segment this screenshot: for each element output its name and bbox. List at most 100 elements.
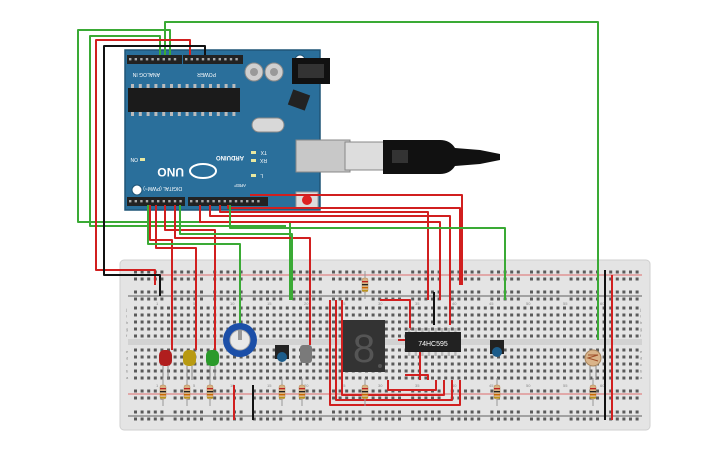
breadboard-hole — [450, 320, 454, 324]
breadboard-hole — [272, 396, 276, 400]
breadboard-hole — [312, 396, 316, 400]
breadboard-hole — [609, 297, 613, 301]
header-pin — [251, 200, 254, 203]
header-pin — [246, 200, 249, 203]
breadboard-hole — [279, 270, 283, 274]
wire-seg-g — [405, 374, 429, 380]
breadboard-hole — [596, 369, 599, 373]
resistor[interactable] — [278, 378, 286, 406]
resistor[interactable] — [361, 378, 369, 406]
breadboard-hole — [219, 417, 223, 421]
breadboard-hole — [424, 290, 428, 294]
breadboard-hole — [358, 313, 362, 317]
led-green[interactable] — [206, 350, 219, 380]
breadboard-hole — [305, 417, 309, 421]
breadboard-hole — [391, 334, 395, 338]
resistors — [159, 271, 597, 406]
chip-pin — [146, 112, 150, 116]
breadboard-hole — [233, 369, 236, 373]
led-red[interactable] — [159, 350, 172, 380]
resistor[interactable] — [206, 378, 214, 406]
sr-pin — [447, 328, 450, 332]
resistor[interactable] — [159, 378, 167, 406]
resistor[interactable] — [298, 378, 306, 406]
breadboard-hole — [635, 376, 639, 380]
breadboard-hole — [576, 396, 580, 400]
breadboard-hole — [582, 362, 586, 366]
column-number: 40 — [452, 301, 457, 306]
breadboard-hole — [345, 290, 349, 294]
breadboard-hole — [417, 297, 421, 301]
breadboard-hole — [464, 348, 467, 352]
breadboard-hole — [543, 376, 547, 380]
sr-pin — [414, 352, 417, 356]
breadboard-hole — [292, 334, 296, 338]
column-number: 30 — [378, 383, 383, 388]
shift-register-pins — [408, 328, 457, 356]
breadboard-hole — [173, 410, 177, 414]
breadboard-hole — [582, 348, 586, 352]
row-letter: g — [640, 327, 642, 332]
breadboard-hole — [219, 313, 223, 317]
breadboard-hole — [530, 327, 533, 331]
breadboard-hole — [305, 306, 309, 310]
photoresistor[interactable] — [584, 349, 602, 380]
breadboard-hole — [351, 396, 355, 400]
resistor[interactable] — [493, 378, 501, 406]
breadboard-hole — [338, 410, 342, 414]
breadboard-hole — [497, 376, 500, 380]
breadboard-hole — [180, 376, 184, 380]
breadboard-hole — [635, 410, 639, 414]
breadboard-hole — [239, 355, 243, 359]
breadboard-hole — [299, 277, 302, 281]
breadboard-hole — [563, 362, 566, 366]
breadboard-hole — [569, 410, 573, 414]
arduino-uno[interactable]: ANALOG IN POWER DIGITAL (PWM~) TX RX L O… — [124, 49, 351, 211]
breadboard-hole — [622, 327, 626, 331]
breadboard-hole — [292, 355, 296, 359]
breadboard-hole — [411, 376, 415, 380]
pushbutton-2[interactable] — [300, 345, 312, 363]
breadboard-hole — [332, 348, 335, 352]
breadboard-hole — [596, 410, 599, 414]
breadboard-hole — [259, 396, 263, 400]
breadboard-hole — [318, 313, 322, 317]
breadboard-hole — [457, 362, 461, 366]
breadboard-hole — [543, 313, 547, 317]
breadboard-hole — [622, 313, 626, 317]
pushbutton-1[interactable] — [275, 345, 289, 362]
breadboard-hole — [351, 306, 355, 310]
breadboard-hole — [160, 327, 164, 331]
potentiometer[interactable] — [223, 323, 257, 357]
breadboard-hole — [391, 417, 395, 421]
resistor[interactable] — [183, 378, 191, 406]
breadboard-hole — [404, 362, 408, 366]
breadboard-hole — [556, 369, 560, 373]
breadboard-hole — [589, 297, 593, 301]
breadboard-hole — [285, 320, 289, 324]
breadboard-hole — [609, 313, 613, 317]
chip-pin — [216, 112, 220, 116]
breadboard-hole — [450, 376, 454, 380]
breadboard-hole — [153, 320, 157, 324]
resistor[interactable] — [361, 271, 369, 299]
led-yellow[interactable] — [183, 350, 196, 380]
breadboard-hole — [530, 396, 533, 400]
header-pin — [229, 200, 232, 203]
breadboard-hole — [252, 410, 256, 414]
breadboard-hole — [516, 362, 520, 366]
breadboard-hole — [490, 277, 494, 281]
breadboard-hole — [556, 277, 560, 281]
chip-pin — [154, 112, 158, 116]
breadboard-hole — [615, 313, 619, 317]
resistor[interactable] — [589, 378, 597, 406]
breadboard-hole — [398, 417, 401, 421]
breadboard-hole — [272, 313, 276, 317]
breadboard-hole — [299, 334, 302, 338]
reset-button-cap[interactable] — [302, 195, 312, 205]
wire-pot — [147, 205, 241, 330]
breadboard-hole — [576, 334, 580, 338]
breadboard-hole — [226, 306, 230, 310]
pushbutton-3[interactable] — [490, 340, 504, 357]
breadboard-hole — [285, 327, 289, 331]
